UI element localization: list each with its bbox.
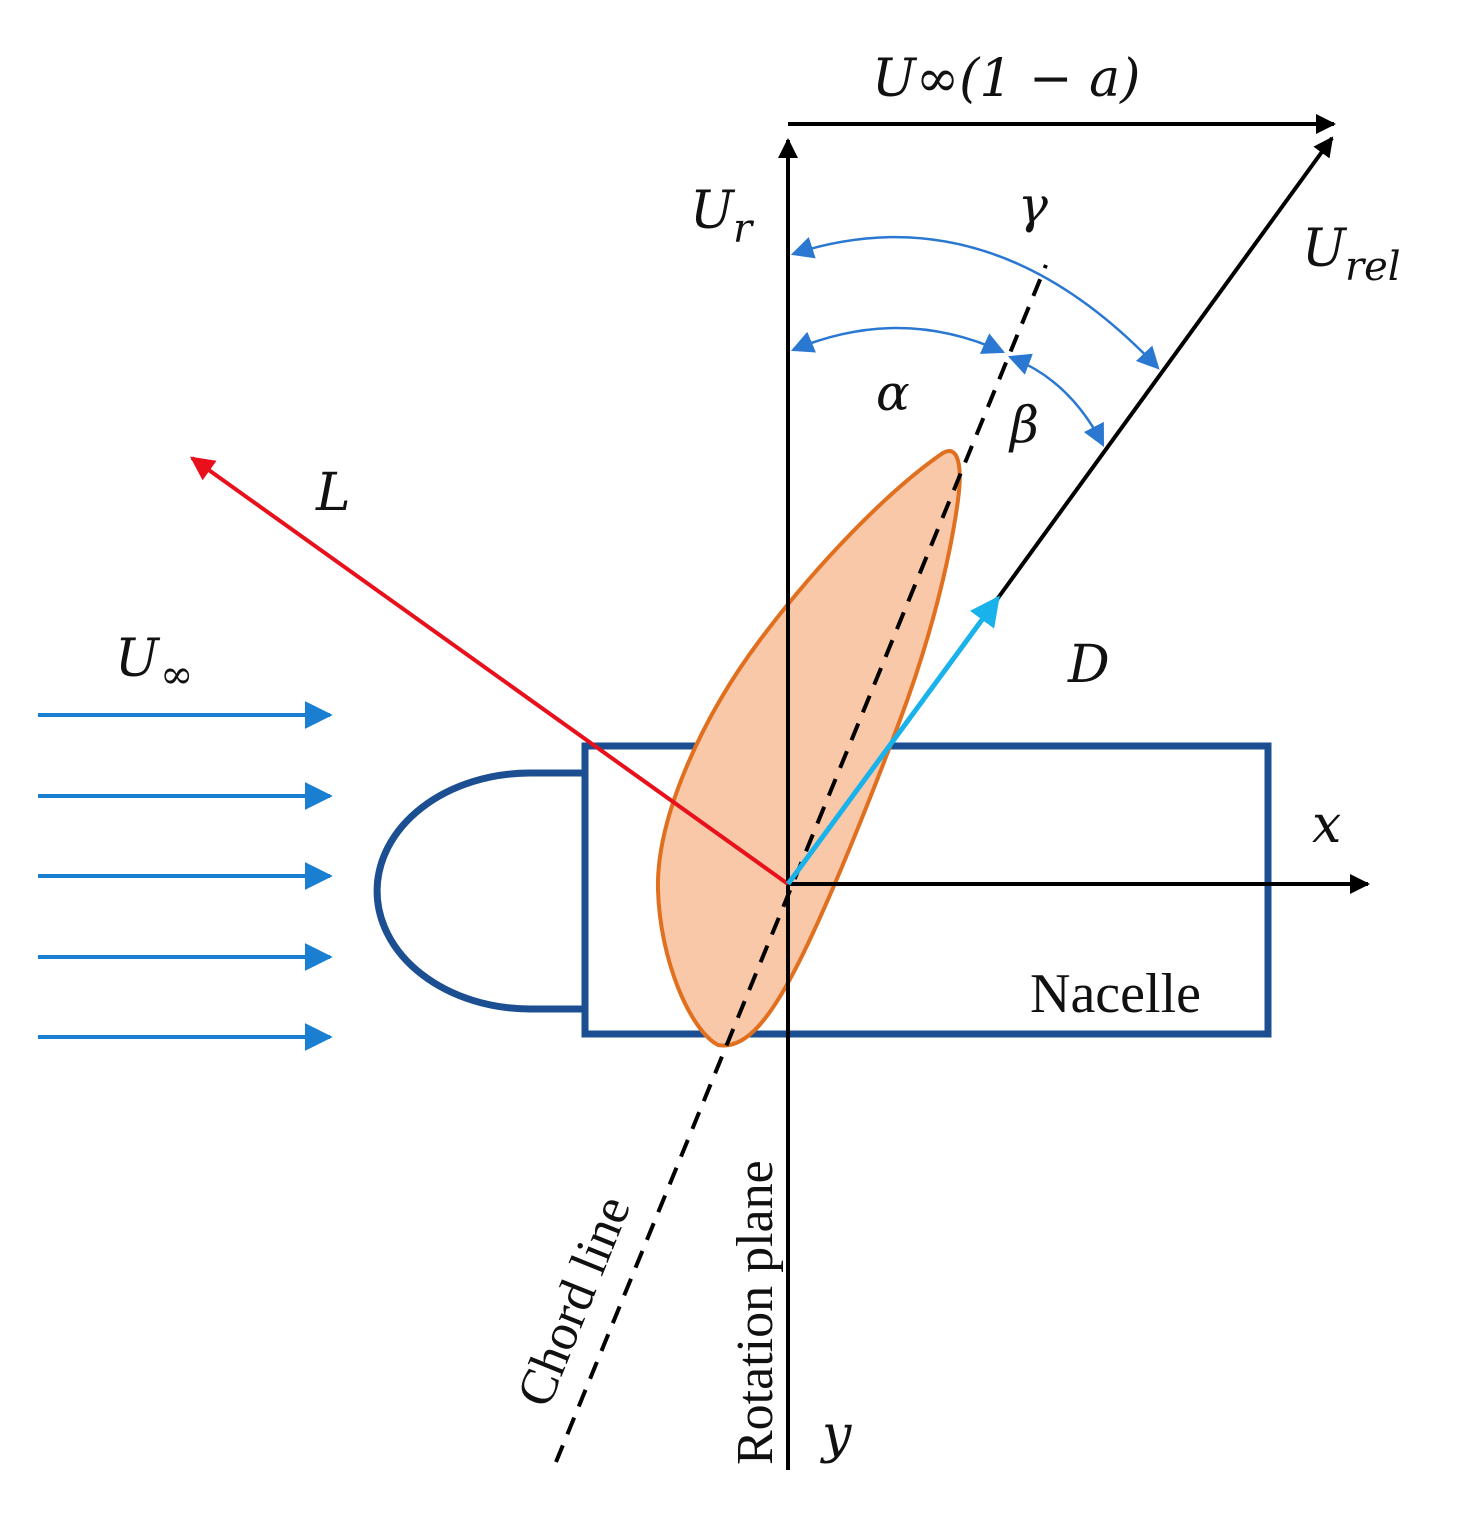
airfoil (655, 449, 962, 1048)
gamma-angle-arc (790, 235, 1160, 370)
gamma-label: γ (1018, 176, 1048, 234)
nacelle-label: Nacelle (1030, 963, 1201, 1025)
lift-vector (190, 456, 790, 886)
relative-velocity-vector (996, 136, 1334, 600)
y-axis-label: y (820, 1405, 852, 1465)
drag-label: D (1067, 635, 1110, 695)
freestream-velocity-subscript: ∞ (160, 652, 193, 698)
radial-velocity-symbol: U (690, 181, 736, 241)
freestream-velocity-symbol: U (115, 629, 161, 689)
wind-arrows (38, 701, 333, 1051)
beta-angle-arc (1007, 353, 1105, 448)
freestream-velocity-label: U ∞ (115, 629, 193, 698)
x-axis-label: x (1312, 795, 1341, 855)
chord-line-label: Chord line (506, 1188, 642, 1414)
alpha-label: α (876, 364, 910, 422)
relative-velocity-symbol: U (1302, 219, 1348, 279)
radial-velocity-subscript: r (733, 206, 755, 252)
nacelle-hub (373, 769, 585, 1013)
lift-label: L (315, 463, 351, 523)
axial-velocity-label: U∞(1 − a) (872, 49, 1140, 109)
alpha-angle-arc (790, 326, 1006, 354)
beta-label: β (1008, 396, 1039, 454)
relative-velocity-subscript: rel (1345, 244, 1401, 290)
relative-velocity-label: U rel (1302, 219, 1401, 290)
radial-velocity-label: U r (690, 181, 755, 252)
nacelle-body (581, 742, 1272, 1038)
rotation-plane-label: Rotation plane (727, 1160, 784, 1465)
drag-vector (785, 595, 1001, 886)
nacelle (373, 742, 1272, 1038)
